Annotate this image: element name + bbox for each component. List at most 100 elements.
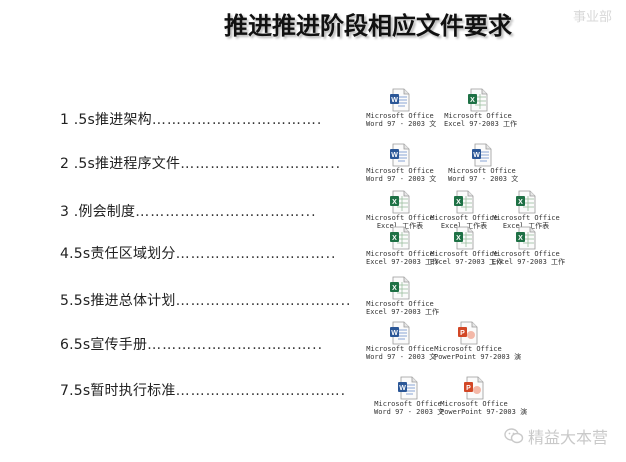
list-item-architecture: 1 .5s推进架构……………………………. xyxy=(60,109,322,129)
item-dots: ……………………………. xyxy=(175,383,347,399)
item-label: 4.5s责任区域划分 xyxy=(60,246,176,262)
list-item-zones: 4.5s责任区域划分………………………….. xyxy=(60,243,336,263)
attachment-caption: Microsoft Office xyxy=(434,345,502,353)
excel-file-icon: X xyxy=(390,190,410,214)
attachment-caption: Microsoft Office xyxy=(366,112,434,120)
attachment-caption-type: Word 97 - 2003 文 xyxy=(374,408,445,416)
attachment-caption: Microsoft Office xyxy=(448,167,516,175)
word-file-icon: W xyxy=(398,376,418,400)
excel-file-icon: X xyxy=(390,276,410,300)
attachment-caption: Microsoft Office xyxy=(366,300,434,308)
attachment-caption: Microsoft Office xyxy=(366,250,434,258)
attachment-caption-type: Word 97 - 2003 文 xyxy=(366,353,437,361)
svg-text:X: X xyxy=(456,199,461,206)
item-label: 6.5s宣传手册 xyxy=(60,337,148,353)
excel-file-icon: X xyxy=(454,226,474,250)
word-file-icon: W xyxy=(390,321,410,345)
attachment-caption-type: Excel 97-2003 工作 xyxy=(366,308,440,316)
attachment-caption-type: Word 97 - 2003 文 xyxy=(448,175,519,183)
header-watermark: 事业部 xyxy=(572,10,612,25)
item-dots: ………………………….. xyxy=(180,156,342,172)
item-label: 5.5s推进总体计划 xyxy=(60,293,176,309)
svg-text:X: X xyxy=(456,235,461,242)
svg-text:X: X xyxy=(392,285,397,292)
svg-text:W: W xyxy=(473,152,480,159)
svg-text:X: X xyxy=(392,199,397,206)
ppt-file-icon: P xyxy=(458,321,478,345)
item-label: 1 .5s推进架构 xyxy=(60,112,152,128)
svg-text:X: X xyxy=(518,199,523,206)
svg-text:W: W xyxy=(399,385,406,392)
attachment-caption: Microsoft Office xyxy=(366,167,434,175)
attachment-caption-type: Excel 97-2003 工作 xyxy=(430,258,504,266)
svg-text:W: W xyxy=(391,152,398,159)
item-dots: ……………………………... xyxy=(135,204,317,220)
word-file-icon: W xyxy=(472,143,492,167)
excel-file-icon: X xyxy=(468,88,488,112)
svg-text:X: X xyxy=(518,235,523,242)
attachment-caption: Microsoft Office xyxy=(444,112,512,120)
excel-file-icon: X xyxy=(390,226,410,250)
svg-text:W: W xyxy=(391,330,398,337)
attachment-caption-type: Excel 工作表 xyxy=(502,222,550,230)
attachment-caption: Microsoft Office xyxy=(492,250,560,258)
svg-text:P: P xyxy=(460,330,465,337)
list-item-procedure: 2 .5s推进程序文件………………………….. xyxy=(60,153,341,173)
attachment-caption: Microsoft Office xyxy=(366,345,434,353)
attachment-caption: Microsoft Office xyxy=(430,214,498,222)
list-item-standard: 7.5s暂时执行标准……………………………. xyxy=(60,380,346,400)
item-label: 2 .5s推进程序文件 xyxy=(60,156,181,172)
list-item-manual: 6.5s宣传手册…………………………….. xyxy=(60,334,323,354)
item-dots: ……………………………. xyxy=(151,112,323,128)
item-dots: …………………………….. xyxy=(175,293,352,309)
attachment-caption: Microsoft Office xyxy=(366,214,434,222)
attachment-caption: Microsoft Office xyxy=(430,250,498,258)
attachment-caption-type: PowerPoint 97-2003 演 xyxy=(434,353,522,361)
wechat-icon xyxy=(504,428,524,444)
attachment-caption-type: Excel 工作表 xyxy=(376,222,424,230)
item-dots: ………………………….. xyxy=(175,246,337,262)
attachment-caption-type: Excel 97-2003 工作 xyxy=(366,258,440,266)
excel-file-icon: X xyxy=(454,190,474,214)
attachment-caption-type: Excel 97-2003 工作 xyxy=(444,120,518,128)
item-label: 7.5s暂时执行标准 xyxy=(60,383,176,399)
word-file-icon: W xyxy=(390,143,410,167)
attachment-caption-type: Excel 工作表 xyxy=(440,222,488,230)
footer-watermark: 精益大本营 xyxy=(504,424,608,448)
attachment-caption: Microsoft Office xyxy=(440,400,508,408)
ppt-file-icon: P xyxy=(464,376,484,400)
attachment-caption-type: PowerPoint 97-2003 演 xyxy=(440,408,528,416)
list-item-meeting: 3 .例会制度……………………………... xyxy=(60,201,317,221)
item-dots: …………………………….. xyxy=(147,337,324,353)
attachment-caption-type: Word 97 - 2003 文 xyxy=(366,120,437,128)
attachment-caption-type: Word 97 - 2003 文 xyxy=(366,175,437,183)
excel-file-icon: X xyxy=(516,190,536,214)
svg-text:W: W xyxy=(391,97,398,104)
item-label: 3 .例会制度 xyxy=(60,204,136,220)
footer-watermark-text: 精益大本营 xyxy=(527,428,608,447)
page-title: 推进推进阶段相应文件要求 xyxy=(224,12,512,40)
list-item-plan: 5.5s推进总体计划…………………………….. xyxy=(60,290,351,310)
excel-file-icon: X xyxy=(516,226,536,250)
svg-text:X: X xyxy=(392,235,397,242)
attachment-caption-type: Excel 97-2003 工作 xyxy=(492,258,566,266)
svg-text:X: X xyxy=(470,97,475,104)
word-file-icon: W xyxy=(390,88,410,112)
attachment-caption: Microsoft Office xyxy=(492,214,560,222)
attachment-caption: Microsoft Office xyxy=(374,400,442,408)
